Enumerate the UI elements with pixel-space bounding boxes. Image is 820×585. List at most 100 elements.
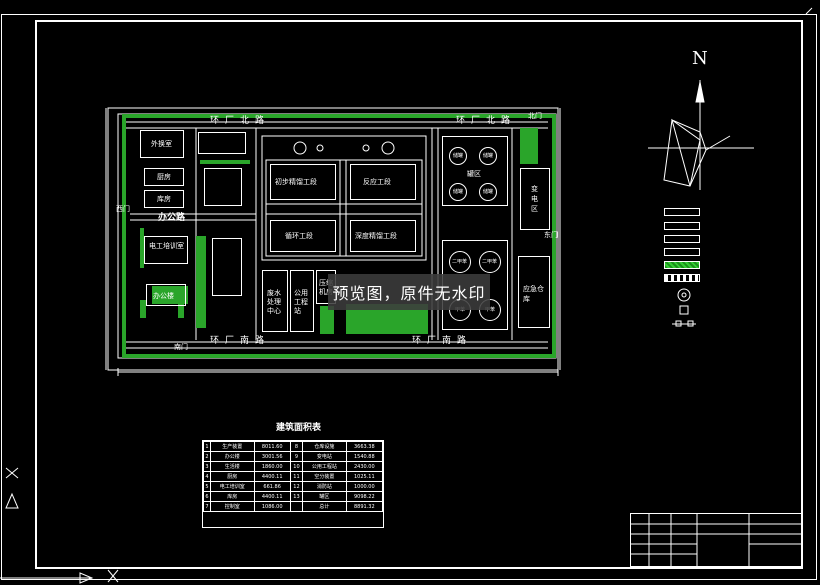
area-table-cell <box>289 501 304 512</box>
area-table-cell: 变电站 <box>302 451 347 462</box>
tank-3: 储罐 <box>449 183 467 201</box>
storeroom-label: 库房 <box>157 195 171 203</box>
area-table-cell: 生产装置 <box>210 441 255 452</box>
utility-station[interactable]: 公用工程站 <box>290 270 314 332</box>
area-table-cell: 2430.00 <box>345 461 384 472</box>
deep-distillation-label: 深度精馏工段 <box>355 232 397 240</box>
area-table-cell: 3 <box>203 461 211 472</box>
primary-distillation-label: 初步精馏工段 <box>275 178 317 186</box>
area-table-cell: 1540.88 <box>345 451 384 462</box>
parking-building[interactable] <box>204 168 242 206</box>
utility-label: 公用工程站 <box>294 289 308 316</box>
area-table-cell: 7 <box>203 501 211 512</box>
area-table-cell: 4 <box>203 471 211 482</box>
office-road-label: 办公路 <box>158 213 186 223</box>
south-road-left-label: 环厂南路 <box>210 336 271 346</box>
primary-distillation-section[interactable]: 初步精馏工段 <box>270 164 336 200</box>
north-road-left-label: 环厂北路 <box>210 116 271 126</box>
area-table-cell: 10 <box>289 461 304 472</box>
area-table-cell: 4400.11 <box>253 491 291 502</box>
area-table-cell: 8011.60 <box>253 441 291 452</box>
reaction-label: 反应工段 <box>363 178 391 186</box>
area-table-cell: 电工培训室 <box>210 481 255 492</box>
north-indicator: N <box>692 48 708 69</box>
tank-2: 储罐 <box>479 147 497 165</box>
area-table-cell: 12 <box>289 481 304 492</box>
preview-watermark: 预览图，原件无水印 <box>328 274 490 310</box>
tank-xylene-2: 二甲苯 <box>479 251 501 273</box>
emergency-warehouse[interactable]: 应急仓库 <box>518 256 550 328</box>
south-gate-label: 南门 <box>174 343 188 351</box>
legend-building-icon <box>664 208 700 216</box>
area-table-cell: 9 <box>289 451 304 462</box>
area-table-title: 建筑面积表 <box>276 423 322 433</box>
area-table-cell: 厨房 <box>210 471 255 482</box>
area-table-cell: 4400.11 <box>253 471 291 482</box>
bathroom-building[interactable]: 外换室 <box>140 130 184 158</box>
office-label: 办公楼 <box>153 292 174 300</box>
substation-area[interactable]: 变电区 <box>520 168 550 230</box>
electrician-building[interactable]: 电工培训室 <box>144 236 188 264</box>
tank-area-label: 罐区 <box>467 170 481 178</box>
area-table-cell: 8891.32 <box>345 501 384 512</box>
substation-label: 变电区 <box>531 185 538 213</box>
area-table-cell: 11 <box>289 471 304 482</box>
deep-distillation-section[interactable]: 深度精馏工段 <box>350 220 416 252</box>
area-table-cell: 8 <box>289 441 304 452</box>
legend-road-icon <box>664 222 700 230</box>
area-table-cell: 库房 <box>210 491 255 502</box>
waste-water-label: 废水处理中心 <box>267 289 281 316</box>
reaction-section[interactable]: 反应工段 <box>350 164 416 200</box>
tank-4: 储罐 <box>479 183 497 201</box>
legend-hedge-icon <box>664 274 700 282</box>
north-road-right-label: 环厂北路 <box>456 116 517 126</box>
kitchen-building[interactable]: 厨房 <box>144 168 184 186</box>
area-table-cell: 办公楼 <box>210 451 255 462</box>
area-table-cell: 1086.00 <box>253 501 291 512</box>
area-table-cell: 3663.38 <box>345 441 384 452</box>
inner-frame <box>35 20 803 569</box>
area-table-cell: 控制室 <box>210 501 255 512</box>
area-table-cell: 1025.11 <box>345 471 384 482</box>
north-gate-label: 北门 <box>528 112 542 120</box>
area-table-cell: 1860.00 <box>253 461 291 472</box>
area-table-cell: 仓库设施 <box>302 441 347 452</box>
warehouse-building[interactable] <box>212 238 242 296</box>
area-table-cell: 生活楼 <box>210 461 255 472</box>
area-table-cell: 公用工程站 <box>302 461 347 472</box>
outer-frame <box>1 14 817 580</box>
storeroom-building[interactable]: 库房 <box>144 190 184 208</box>
legend-wall-icon <box>664 248 700 256</box>
area-table-cell: 661.86 <box>253 481 291 492</box>
area-table-cell: 13 <box>289 491 304 502</box>
kitchen-label: 厨房 <box>157 173 171 181</box>
west-gate-label: 西门 <box>116 205 130 213</box>
small-building[interactable] <box>198 132 246 154</box>
area-table-cell: 消防站 <box>302 481 347 492</box>
office-building[interactable]: 办公楼 <box>146 284 186 306</box>
area-table-cell: 5 <box>203 481 211 492</box>
legend-fence-icon <box>664 235 700 243</box>
recycle-label: 循环工段 <box>285 232 313 240</box>
area-table-cell: 罐区 <box>302 491 347 502</box>
tank-area-north[interactable]: 储罐 储罐 储罐 储罐 罐区 <box>442 136 508 206</box>
recycle-section[interactable]: 循环工段 <box>270 220 336 252</box>
waste-water-center[interactable]: 废水处理中心 <box>262 270 288 332</box>
area-table-cell: 空分装置 <box>302 471 347 482</box>
tank-1: 储罐 <box>449 147 467 165</box>
area-table-cell: 6 <box>203 491 211 502</box>
electrician-label: 电工培训室 <box>149 242 184 250</box>
area-table-cell: 1000.00 <box>345 481 384 492</box>
